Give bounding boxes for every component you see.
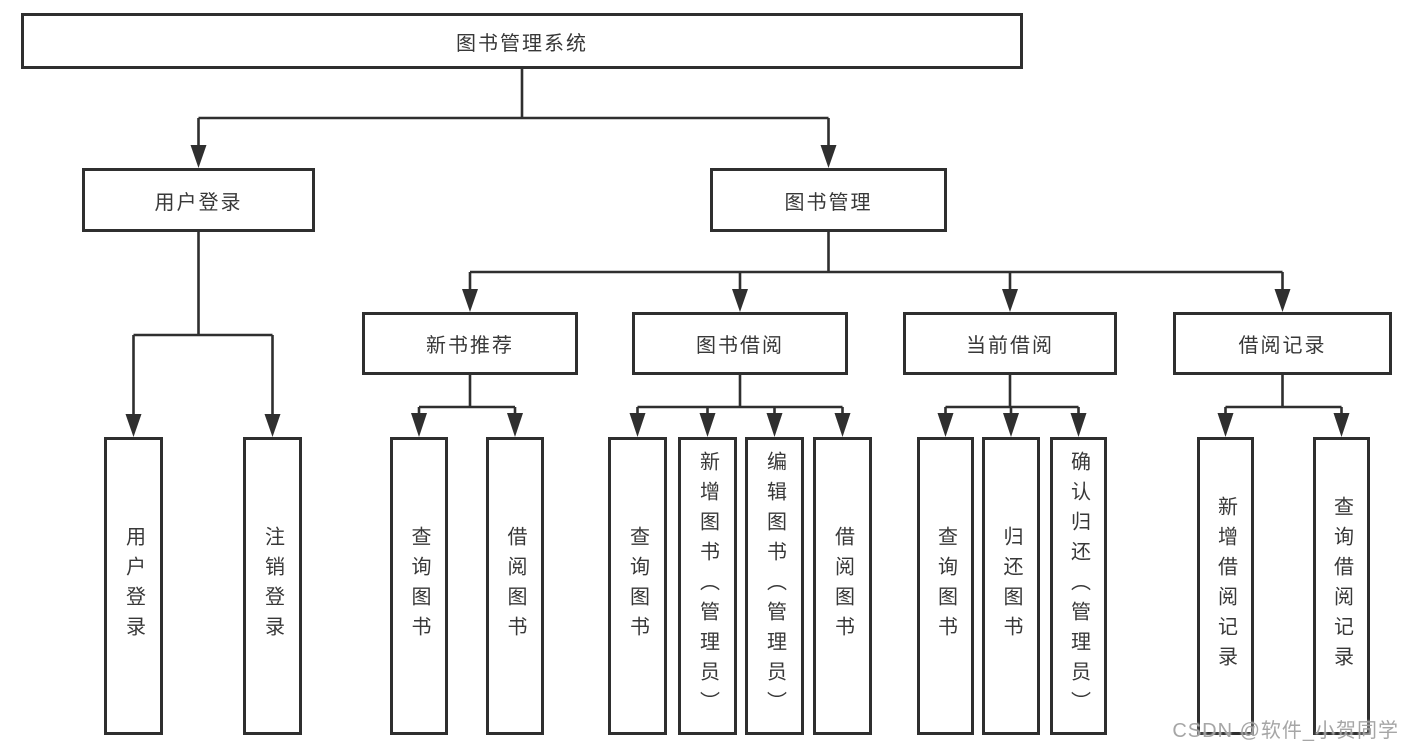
node-leaf-query-book-1: 查询图书: [390, 437, 448, 735]
node-leaf-query-borrow-record: 查询借阅记录: [1313, 437, 1370, 735]
node-label: 归还图书: [1000, 526, 1022, 646]
node-label: 图书管理: [784, 191, 873, 214]
node-label: 用户登录: [122, 526, 145, 646]
node-book-borrow: 图书借阅: [632, 312, 848, 375]
node-label: 图书借阅: [696, 335, 784, 357]
node-label: 图书管理系统: [456, 32, 588, 55]
node-leaf-borrow-book-1: 借阅图书: [486, 437, 544, 735]
node-label: 借阅图书: [504, 526, 526, 646]
node-label: 新增图书（管理员）: [696, 451, 719, 721]
node-label: 查询借阅记录: [1330, 496, 1353, 676]
node-borrow-records: 借阅记录: [1173, 312, 1392, 375]
node-label: 新增借阅记录: [1214, 496, 1237, 676]
node-label: 当前借阅: [966, 335, 1054, 357]
node-new-book-recommend: 新书推荐: [362, 312, 578, 375]
node-leaf-query-book-2: 查询图书: [608, 437, 667, 735]
node-current-borrow: 当前借阅: [903, 312, 1117, 375]
node-label: 编辑图书（管理员）: [763, 451, 786, 721]
node-leaf-logout: 注销登录: [243, 437, 302, 735]
node-library-system: 图书管理系统: [21, 13, 1023, 69]
node-label: 确认归还（管理员）: [1067, 451, 1090, 721]
node-leaf-confirm-return-admin: 确认归还（管理员）: [1050, 437, 1107, 735]
node-leaf-query-book-3: 查询图书: [917, 437, 974, 735]
node-leaf-edit-book-admin: 编辑图书（管理员）: [745, 437, 804, 735]
node-label: 注销登录: [261, 526, 284, 646]
node-label: 查询图书: [408, 526, 430, 646]
node-leaf-return-book: 归还图书: [982, 437, 1040, 735]
node-leaf-add-book-admin: 新增图书（管理员）: [678, 437, 737, 735]
node-label: 新书推荐: [426, 335, 514, 357]
node-label: 借阅图书: [831, 526, 854, 646]
node-label: 查询图书: [934, 526, 957, 646]
node-leaf-borrow-book-2: 借阅图书: [813, 437, 872, 735]
csdn-watermark: CSDN @软件_小贺同学: [1172, 720, 1399, 742]
node-book-management: 图书管理: [710, 168, 947, 232]
node-leaf-add-borrow-record: 新增借阅记录: [1197, 437, 1254, 735]
node-leaf-user-login: 用户登录: [104, 437, 163, 735]
node-label: 查询图书: [626, 526, 649, 646]
node-label: 借阅记录: [1238, 335, 1327, 357]
node-label: 用户登录: [154, 191, 243, 214]
node-user-login: 用户登录: [82, 168, 315, 232]
